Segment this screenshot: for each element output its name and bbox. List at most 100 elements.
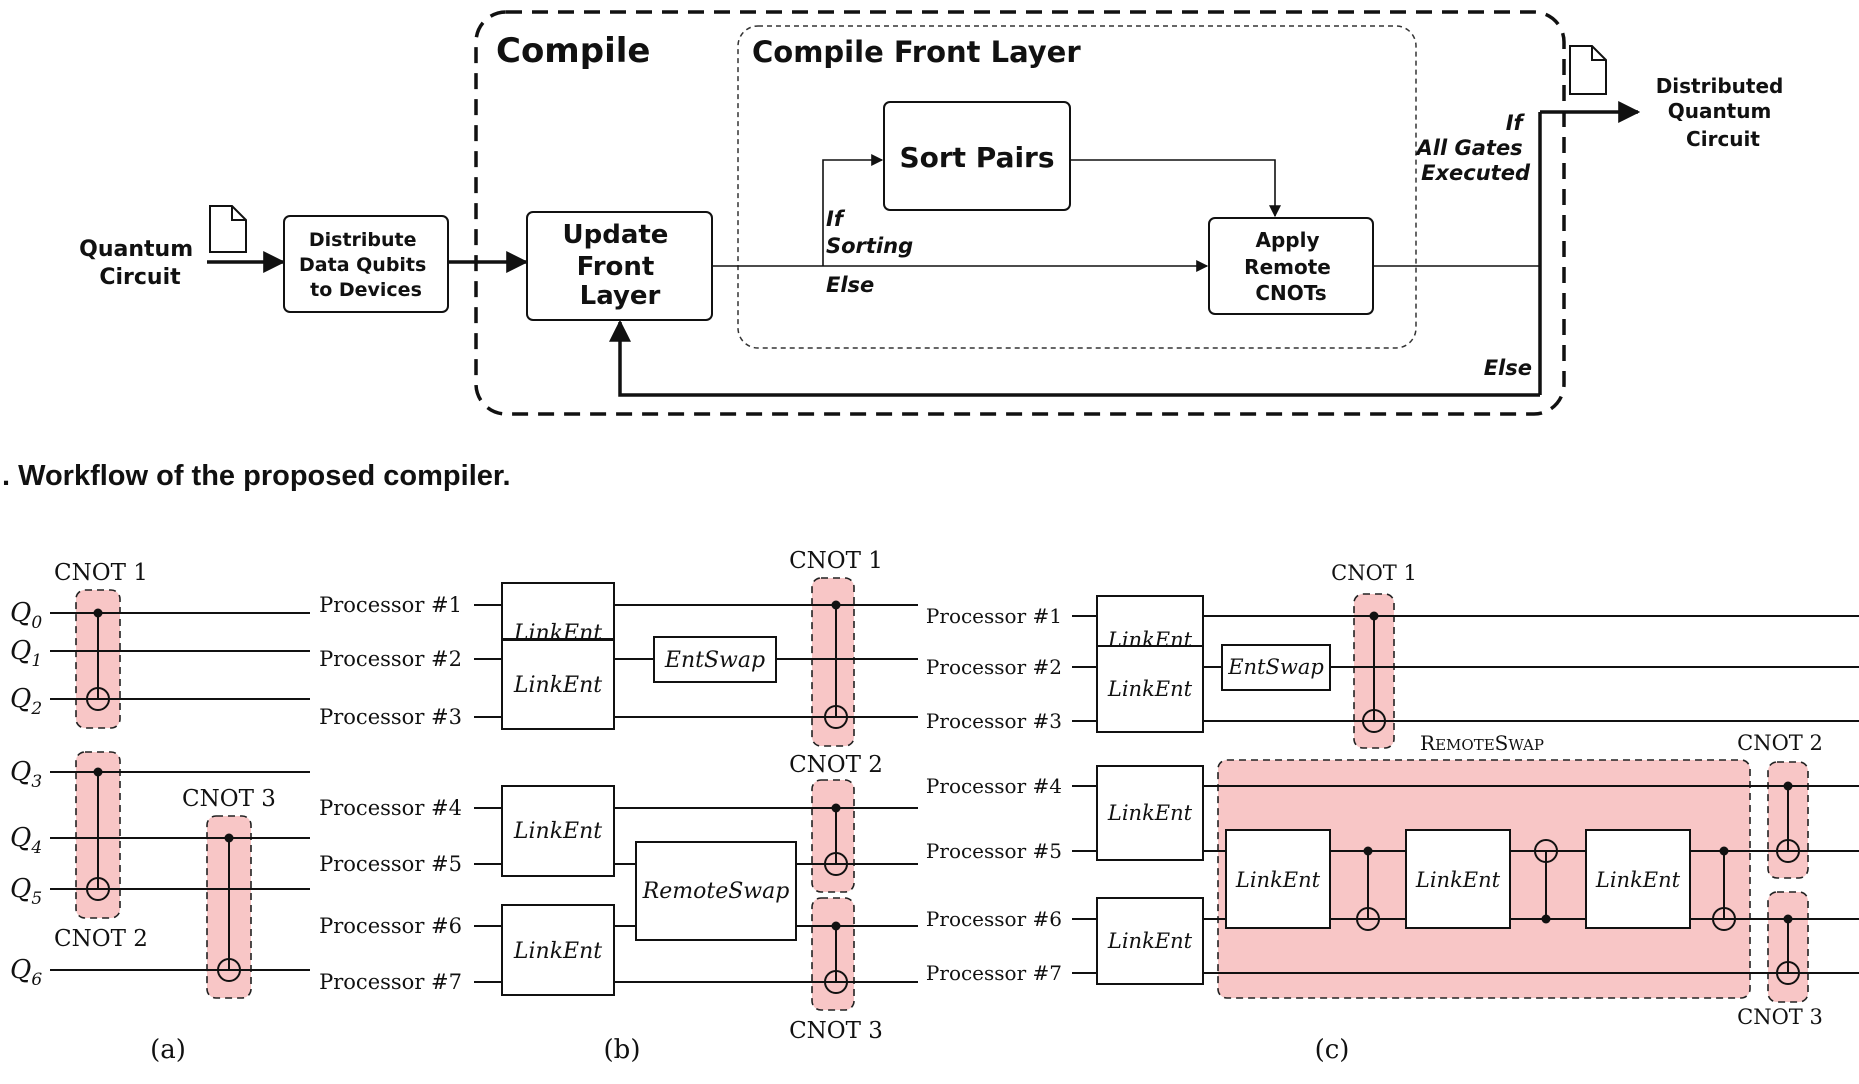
linkent-label: LinkEnt: [513, 819, 602, 844]
processor-label: Processor #2: [319, 647, 462, 671]
input-document-icon: [209, 205, 247, 253]
linkent-box: [501, 785, 615, 877]
arrow-to-sort: [822, 154, 884, 266]
output-document-icon: [1569, 45, 1607, 95]
cnot2-label: CNOT 2: [1737, 731, 1823, 755]
front-layer-title: Compile Front Layer: [752, 35, 1081, 69]
sort-pairs-label: Sort Pairs: [899, 141, 1054, 174]
panel-a: Q0 Q1 Q2 Q3 Q4 Q5 Q6 CNOT 1 CNOT 2: [10, 560, 310, 1065]
processor-label: Processor #5: [926, 839, 1062, 863]
processor-label: Processor #4: [319, 796, 462, 820]
if-all-gates-label: If All Gates Executed: [1415, 111, 1531, 185]
linkent-label: LinkEnt: [1107, 929, 1193, 953]
distribute-box: [283, 215, 449, 313]
cnot2-label: CNOT 2: [54, 926, 148, 952]
sort-pairs-box: [883, 101, 1071, 211]
processor-label: Processor #1: [926, 604, 1062, 628]
processor-label: Processor #6: [926, 907, 1062, 931]
qubit-label-q0: Q0: [10, 598, 42, 633]
compile-title: Compile: [496, 31, 650, 71]
cnot1-label: CNOT 1: [1331, 561, 1417, 585]
linkent-box: [501, 639, 615, 730]
remoteswap-box: [635, 841, 797, 941]
panel-c: Processor #1 Processor #2 Processor #3 P…: [926, 561, 1859, 1065]
cnot3-label: CNOT 3: [1737, 1005, 1823, 1029]
linkent-label: LinkEnt: [513, 939, 602, 964]
swap-cnot-gate: [1712, 846, 1736, 931]
cnot3-gate: [824, 921, 848, 994]
linkent-label: LinkEnt: [1595, 868, 1681, 892]
processor-label: Processor #1: [319, 593, 462, 617]
panel-b-label: (b): [604, 1035, 641, 1065]
linkent-box: [501, 582, 615, 640]
panel-a-label: (a): [150, 1035, 186, 1065]
linkent-label: LinkEnt: [513, 673, 602, 698]
cnot2-gate: [824, 803, 848, 876]
linkent-box: [1096, 595, 1204, 647]
processor-label: Processor #3: [319, 705, 462, 729]
else-inner-label: Else: [826, 273, 874, 297]
processor-labels: Processor #1 Processor #2 Processor #3 P…: [319, 593, 462, 994]
if-sorting-label: If Sorting: [826, 207, 913, 258]
compile-region: [474, 10, 1566, 416]
linkent-box: [1096, 765, 1204, 861]
linkent-label: LinkEnt: [1107, 801, 1193, 825]
qubit-label-q6: Q6: [10, 955, 42, 990]
qubit-label-q4: Q4: [10, 823, 42, 858]
arrow-loop-back: [609, 319, 1540, 397]
linkent-label: LinkEnt: [1235, 868, 1321, 892]
else-loop-label: Else: [1484, 356, 1532, 380]
linkent-label: LinkEnt: [1107, 677, 1193, 701]
apply-label: Apply Remote CNOTs: [1244, 228, 1338, 305]
entswap-box: [1221, 644, 1331, 691]
linkent-label: LinkEnt: [1415, 868, 1501, 892]
qubit-labels: Q0 Q1 Q2 Q3 Q4 Q5 Q6: [10, 598, 42, 990]
cnot1-gate: [1362, 611, 1386, 733]
panel-b: Processor #1 Processor #2 Processor #3 P…: [319, 548, 918, 1065]
cnot2-gate: [1776, 781, 1800, 863]
workflow-diagram: Compile Compile Front Layer Quantum Circ…: [79, 10, 1791, 416]
entswap-label: EntSwap: [1227, 655, 1324, 679]
linkent-box: [1405, 829, 1511, 929]
qubit-wires: [50, 612, 310, 971]
linkent-box: [1585, 829, 1691, 929]
qubit-label-q1: Q1: [10, 636, 42, 671]
qubit-label-q2: Q2: [10, 684, 42, 719]
swap-cnot-gate: [1534, 839, 1558, 924]
cnot3-label: CNOT 3: [182, 786, 276, 812]
processor-label: Processor #2: [926, 655, 1062, 679]
processor-label: Processor #5: [319, 852, 462, 876]
processor-label: Processor #3: [926, 709, 1062, 733]
entswap-label: EntSwap: [664, 648, 765, 673]
cnot1-gate: [824, 600, 848, 729]
qubit-label-q5: Q5: [10, 874, 42, 909]
processor-label: Processor #7: [926, 961, 1062, 985]
cnot1-label: CNOT 1: [789, 548, 883, 574]
remoteswap-label: RemoteSwap: [642, 879, 790, 904]
panel-c-label: (c): [1315, 1035, 1350, 1065]
front-layer-region: [737, 25, 1417, 349]
output-label: Distributed Quantum Circuit: [1656, 74, 1791, 151]
cnot3-label: CNOT 3: [789, 1018, 883, 1044]
cnot3-gate: [217, 833, 241, 982]
linkent-box: [1096, 897, 1204, 985]
qubit-label-q3: Q3: [10, 757, 42, 792]
cnot1-highlight: [811, 577, 855, 747]
linkent-box: [501, 904, 615, 996]
input-label: Quantum Circuit: [79, 237, 201, 290]
cnot2-gate: [86, 767, 110, 901]
swap-cnot-gate: [1356, 846, 1380, 931]
processor-labels: Processor #1 Processor #2 Processor #3 P…: [926, 604, 1062, 985]
arrow-sort-to-apply: [1070, 159, 1281, 218]
cnot1-gate: [86, 608, 110, 711]
linkent-box: [1225, 829, 1331, 929]
linkent-box: [1096, 645, 1204, 733]
remoteswap-label: REMOTESWAP: [1420, 731, 1544, 755]
cnot1-label: CNOT 1: [54, 560, 148, 586]
cnot3-gate: [1776, 914, 1800, 985]
processor-label: Processor #6: [319, 914, 462, 938]
cnot2-label: CNOT 2: [789, 752, 883, 778]
workflow-caption: . Workflow of the proposed compiler.: [2, 460, 511, 492]
update-label: Update Front Layer: [562, 220, 677, 311]
